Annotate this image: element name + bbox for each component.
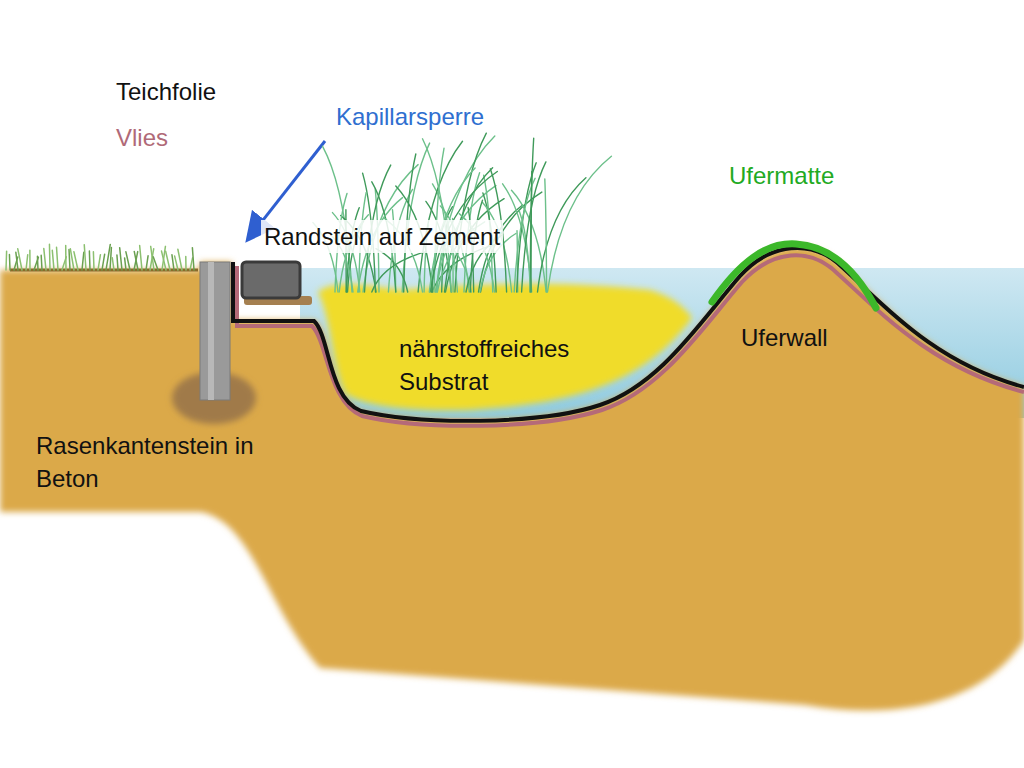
grass-blade — [185, 256, 187, 270]
grass-blade — [162, 251, 166, 270]
grass-blade — [110, 248, 111, 270]
lawn-edge-stone — [200, 262, 230, 400]
grass-blade — [26, 255, 28, 270]
stone-highlight — [208, 262, 214, 400]
grass-blade — [134, 251, 138, 270]
curb-stone — [242, 262, 300, 298]
grass-blade — [82, 252, 84, 270]
grass-blade — [102, 254, 105, 270]
grass-blade — [548, 156, 612, 292]
grass-blade — [5, 251, 7, 270]
grass-blade — [84, 245, 86, 270]
grass-blade — [140, 245, 142, 270]
grass-blade — [16, 252, 18, 270]
grass-blade — [117, 255, 118, 270]
grass-blade — [522, 162, 546, 292]
part-label: Uferwall — [741, 321, 828, 354]
grass-blade — [512, 190, 547, 292]
part-label: nährstoffreiches Substrat — [399, 332, 614, 398]
grass-blade — [134, 252, 138, 270]
grass-blade — [74, 252, 78, 270]
liner-legend-text: Teichfolie — [116, 75, 216, 108]
grass-blade — [93, 252, 95, 270]
grass-blade — [166, 251, 170, 270]
grass-blade — [172, 255, 174, 270]
grass-blade — [545, 179, 547, 292]
bank-mat — [712, 244, 876, 308]
grass-blade — [44, 249, 46, 270]
grass-blade — [9, 255, 11, 270]
fleece-legend-text: Vlies — [116, 121, 168, 154]
grass-blade — [18, 249, 22, 270]
part-label: Ufermatte — [729, 159, 834, 192]
grass-blade — [57, 247, 58, 270]
grass-blade — [530, 171, 532, 292]
grass-blade — [153, 257, 158, 270]
grass — [6, 133, 611, 292]
grass-blade — [530, 138, 534, 292]
grass-blade — [89, 251, 91, 270]
grass-blade — [37, 256, 39, 270]
grass-blade — [49, 244, 51, 270]
grass-blade — [112, 258, 114, 270]
grass-blade — [178, 249, 182, 270]
grass-blade — [34, 257, 38, 270]
grass-blade — [40, 255, 42, 270]
part-label: Randstein auf Zement — [261, 220, 503, 253]
pond-liner — [233, 248, 1024, 421]
grass-blade — [146, 256, 148, 270]
grass-blade — [29, 250, 31, 270]
grass-blade — [65, 246, 67, 270]
grass-blade — [126, 252, 130, 270]
grass-blade — [52, 250, 54, 270]
fleece-layer — [237, 255, 1024, 426]
callout-label: Kapillarsperre — [336, 100, 484, 133]
grass-blade — [162, 246, 165, 270]
part-label: Rasenkantenstein in Beton — [36, 429, 271, 495]
grass-blade — [192, 248, 194, 270]
grass-blade — [175, 256, 178, 270]
grass-blade — [190, 258, 193, 270]
grass-blade — [98, 255, 100, 270]
grass-blade — [455, 133, 486, 292]
grass-blade — [120, 248, 122, 270]
grass-blade — [125, 258, 126, 270]
soil — [0, 247, 1024, 711]
